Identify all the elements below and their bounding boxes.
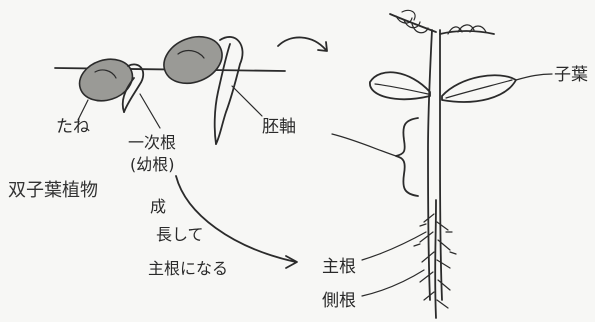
growth-label-line3: 主根になる bbox=[148, 259, 228, 278]
progress-arrow bbox=[277, 36, 327, 51]
hypocotyl-bracket bbox=[395, 117, 419, 197]
primary-root-label-line1: 一次根 bbox=[128, 133, 176, 152]
main-root-label: 主根 bbox=[322, 257, 356, 277]
lateral-root-leader-line bbox=[361, 269, 425, 297]
seed-drawing bbox=[78, 58, 145, 113]
seed-leader-line bbox=[77, 99, 89, 121]
seedling-stem-left bbox=[427, 29, 433, 301]
dicot-title: 双子葉植物 bbox=[8, 180, 98, 201]
hypocotyl-leader-line-left bbox=[231, 85, 263, 117]
growth-arrow bbox=[175, 175, 297, 263]
primary-root-label-line2: (幼根) bbox=[130, 155, 175, 174]
cotyledon-leader-line bbox=[515, 73, 553, 81]
hypocotyl-label: 胚軸 bbox=[262, 117, 296, 137]
growth-arrowhead bbox=[285, 255, 298, 269]
main-root-leader-line bbox=[361, 231, 427, 261]
cotyledon-leaves-drawing bbox=[369, 71, 517, 103]
hypocotyl-leader-line-right bbox=[331, 133, 397, 157]
germinating-seed-drawing bbox=[163, 35, 244, 145]
progress-arrowhead bbox=[317, 41, 328, 52]
seed-label: たね bbox=[56, 117, 90, 137]
growth-label-line1: 成 bbox=[150, 197, 166, 216]
primary-root-leader-line bbox=[139, 93, 161, 129]
seedling-stem-right bbox=[439, 29, 443, 301]
root-system-drawing bbox=[413, 199, 457, 319]
lateral-root-label: 側根 bbox=[322, 291, 356, 311]
cotyledon-label: 子葉 bbox=[554, 65, 588, 85]
growth-label-line2: 長して bbox=[156, 225, 204, 244]
true-leaves-drawing bbox=[389, 9, 495, 35]
